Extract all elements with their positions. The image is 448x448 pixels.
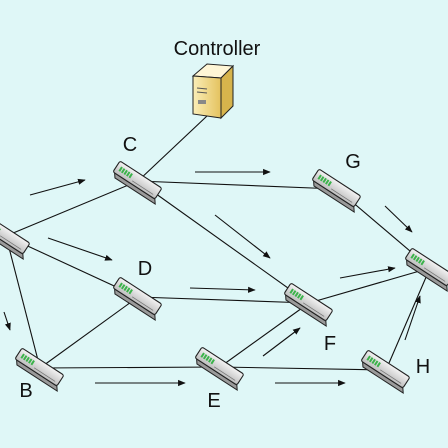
switch-e — [195, 347, 244, 392]
flow-arrow — [3, 311, 11, 331]
flow-arrow — [29, 178, 86, 196]
switch-h — [361, 350, 410, 395]
link-c-f — [137, 180, 310, 304]
flow-arrow — [262, 327, 301, 357]
switch-f — [284, 283, 333, 328]
flow-arrows-layer — [3, 168, 421, 387]
flow-arrow — [47, 237, 113, 261]
link-controller-c — [137, 115, 208, 182]
flow-arrow — [384, 205, 413, 233]
link-f-i — [308, 267, 431, 304]
node-label-g: G — [345, 151, 361, 173]
links-layer — [5, 115, 431, 371]
link-d-f — [137, 296, 310, 304]
flow-arrow — [404, 295, 421, 341]
controller-label: Controller — [174, 38, 261, 60]
link-b-d — [39, 296, 139, 369]
link-e-h — [219, 366, 387, 371]
controller-server — [191, 63, 235, 120]
node-label-d: D — [138, 258, 152, 280]
switch-c — [113, 161, 162, 206]
switch-g — [312, 169, 361, 214]
link-h-i — [385, 267, 431, 371]
switch-a — [0, 216, 30, 261]
node-label-b: B — [19, 380, 32, 402]
switch-b — [15, 348, 64, 393]
switch-d — [113, 277, 162, 322]
switches-layer — [0, 161, 448, 395]
link-c-g — [137, 180, 338, 190]
link-a-c — [5, 180, 139, 237]
flow-arrow — [339, 266, 396, 279]
link-a-b — [5, 235, 41, 369]
link-b-e — [39, 366, 221, 369]
node-label-f: F — [324, 333, 336, 355]
flow-arrow — [214, 214, 271, 259]
node-label-e: E — [207, 390, 220, 412]
switch-i — [405, 248, 448, 293]
link-e-f — [219, 302, 310, 368]
node-label-c: C — [123, 134, 137, 156]
node-label-h: H — [416, 356, 430, 378]
server-icon — [191, 63, 235, 120]
flow-arrow — [189, 286, 256, 293]
